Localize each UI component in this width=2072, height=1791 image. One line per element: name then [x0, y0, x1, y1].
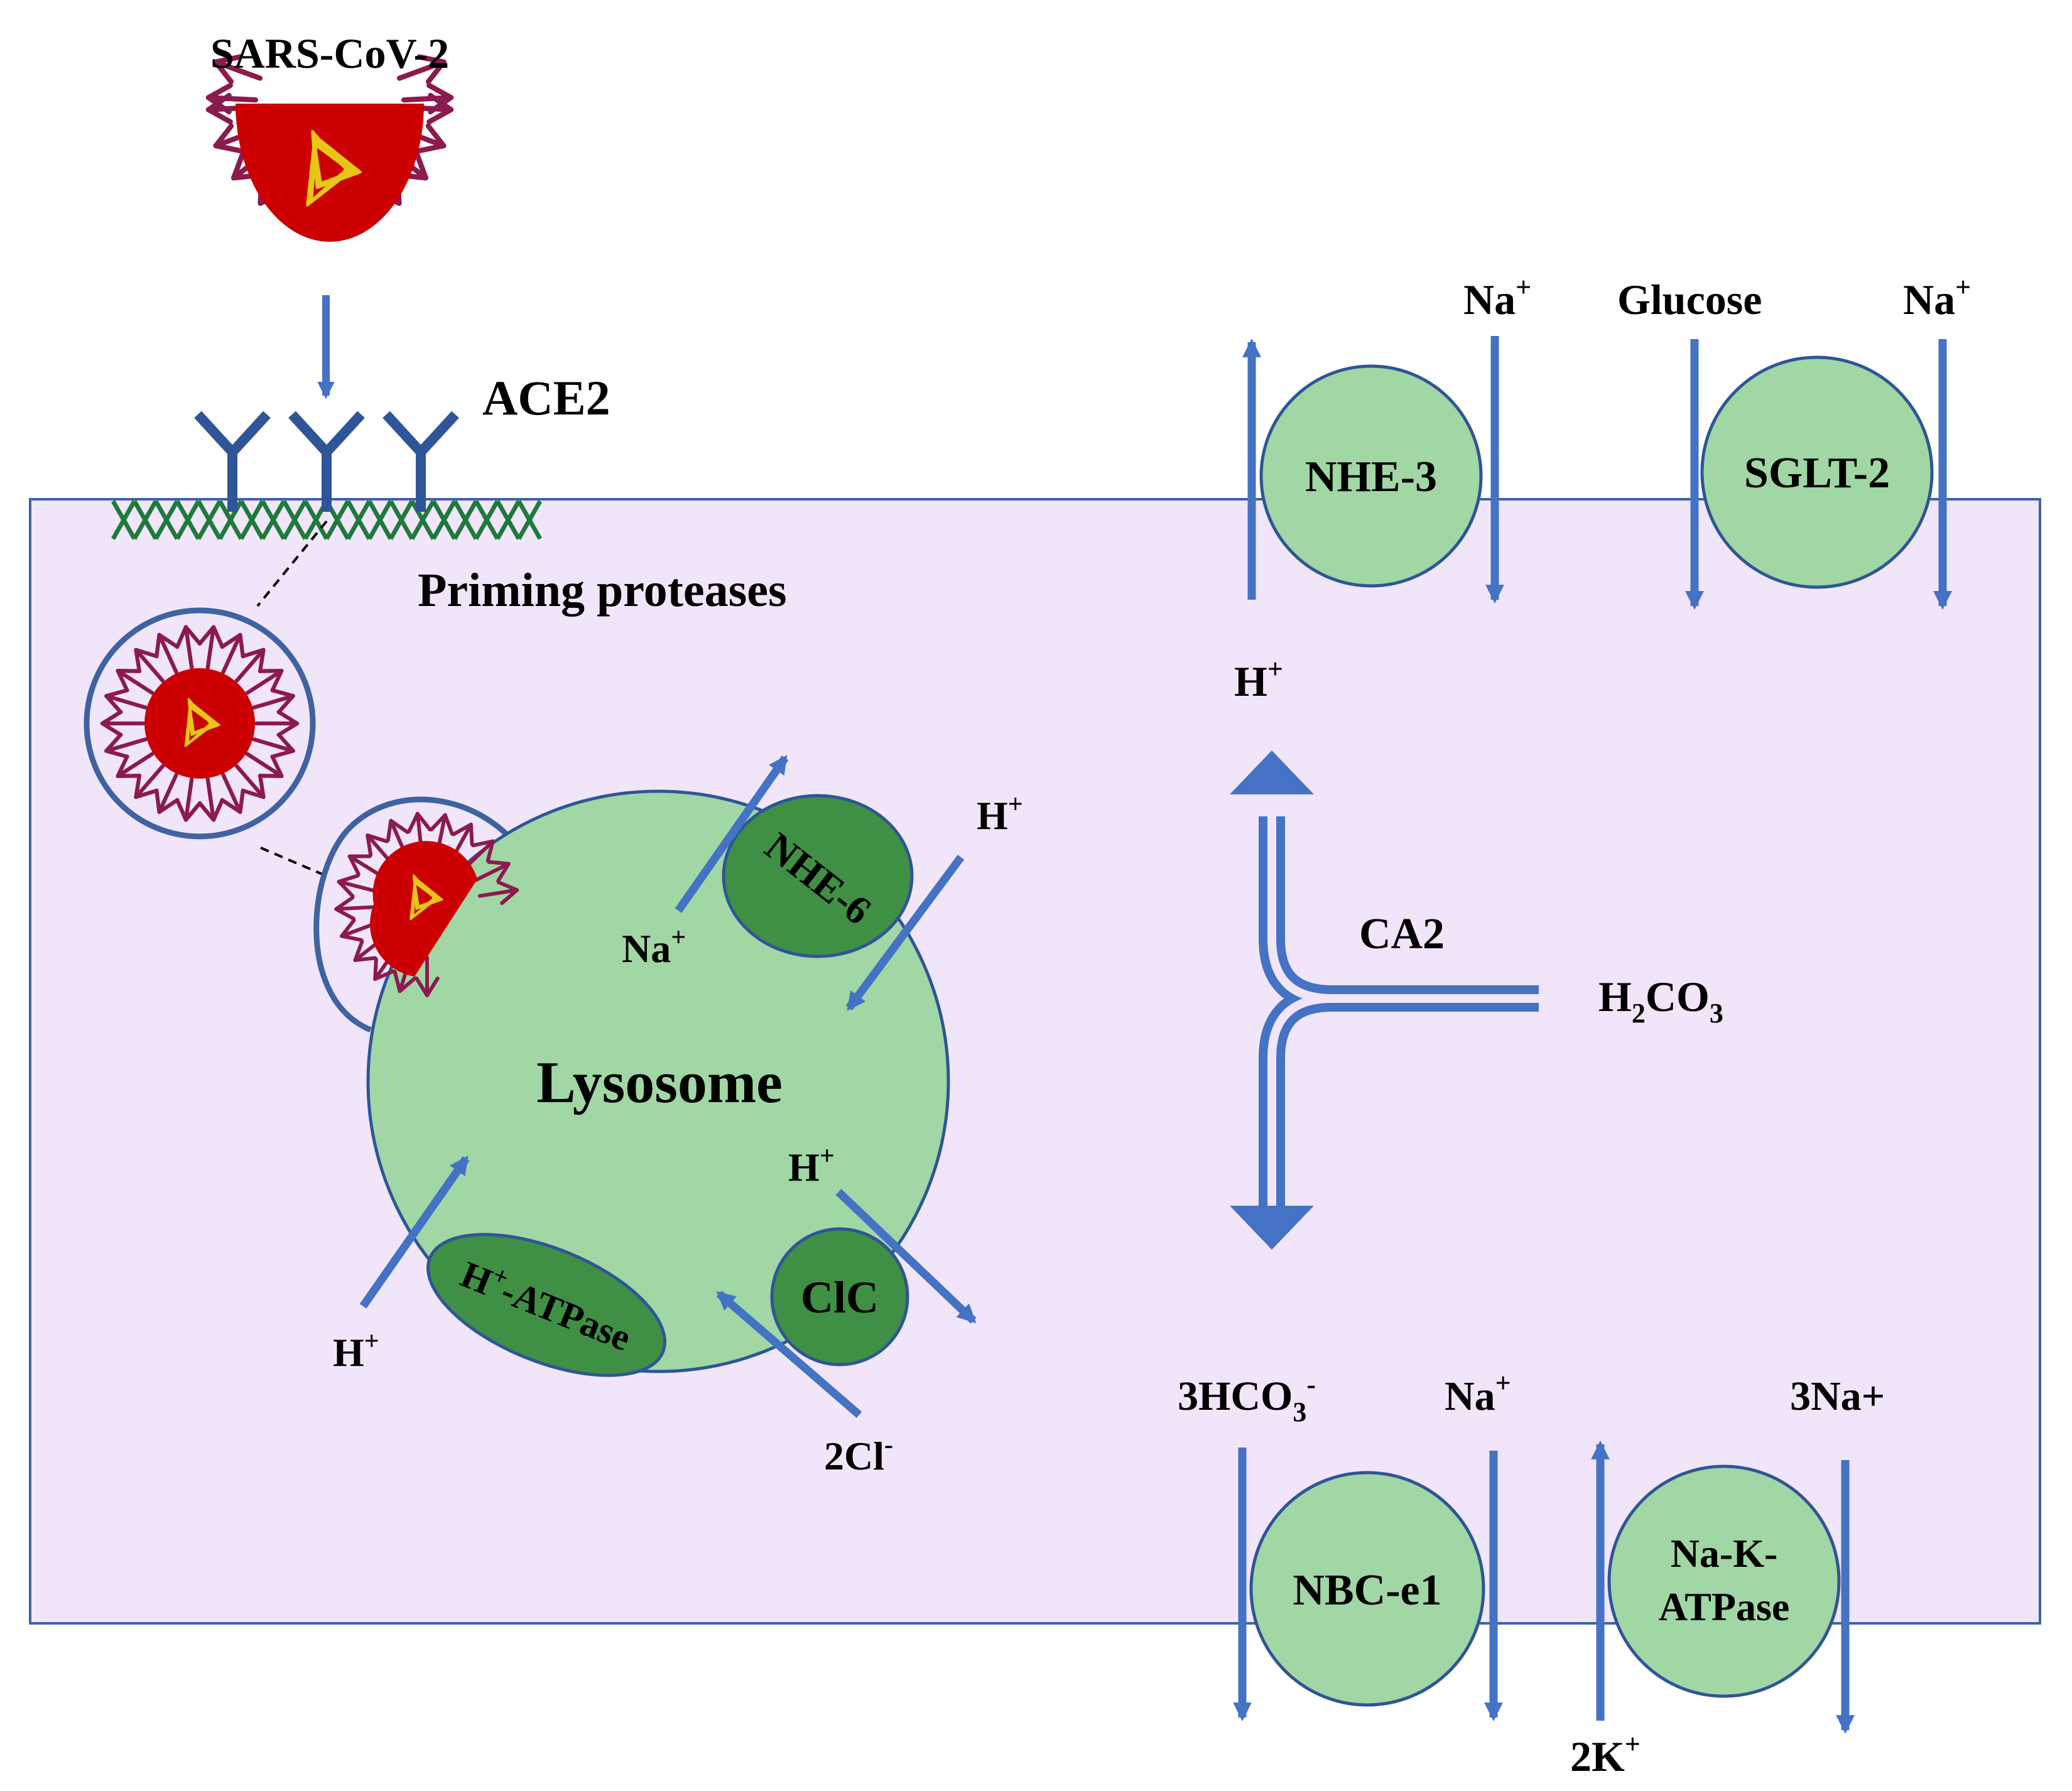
priming-proteases-label: Priming proteases [418, 564, 787, 617]
nhe3-transporter: NHE-3 [1261, 366, 1481, 586]
two-k-label: 2K+ [1570, 1729, 1641, 1780]
lysosome-label: Lysosome [536, 1050, 783, 1115]
nbc-e1-label: NBC-e1 [1293, 1566, 1441, 1615]
clc-cl-label: 2Cl- [824, 1431, 893, 1478]
h2co3-label: H2CO3 [1598, 973, 1723, 1029]
na-k-atpase-label-line1: Na-K- [1671, 1531, 1778, 1576]
glucose-label: Glucose [1617, 276, 1762, 323]
virus-particle-icon [209, 57, 451, 242]
sglt2-transporter: SGLT-2 [1702, 357, 1932, 587]
ace2-receptor-icons [198, 414, 455, 512]
three-na-label: 3Na+ [1790, 1373, 1885, 1419]
clc-channel: ClC [772, 1229, 908, 1365]
nhe3-label: NHE-3 [1305, 453, 1437, 501]
sglt2-na-label: Na+ [1903, 272, 1971, 323]
clc-label: ClC [801, 1272, 879, 1323]
nbc-e1-transporter: NBC-e1 [1251, 1473, 1483, 1705]
sglt2-label: SGLT-2 [1744, 449, 1890, 497]
ace2-label: ACE2 [482, 371, 610, 425]
cell-body [30, 499, 2040, 1623]
virus-label: SARS-CoV-2 [210, 30, 449, 77]
endosome [87, 610, 313, 836]
nhe3-na-label: Na+ [1463, 272, 1531, 323]
na-k-atpase-pump: Na-K- ATPase [1609, 1466, 1839, 1696]
nhe6-transporter: NHE-6 [724, 796, 912, 956]
ca2-label: CA2 [1359, 910, 1445, 958]
na-k-atpase-label-line2: ATPase [1659, 1584, 1790, 1629]
